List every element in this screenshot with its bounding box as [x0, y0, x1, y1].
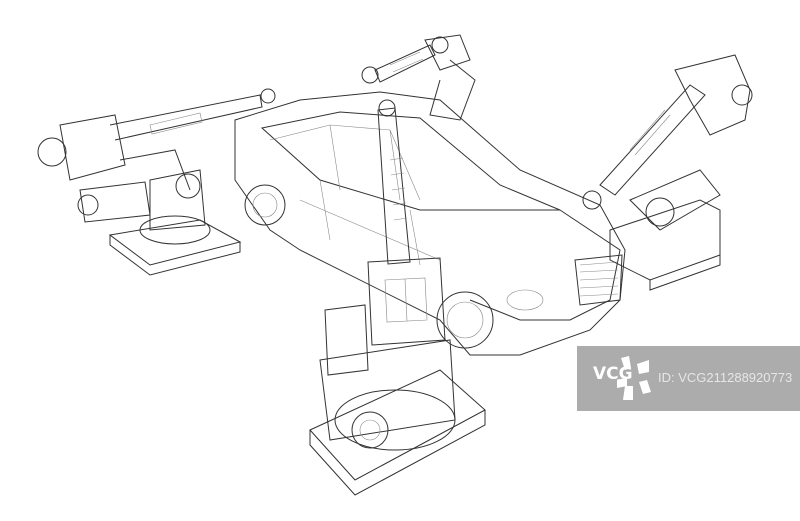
- robot-arm-front: [309, 99, 486, 496]
- robot-arm-left: [37, 88, 276, 276]
- car: [234, 91, 626, 356]
- robot-arm-right: [582, 54, 753, 291]
- watermark-burst-icon: [617, 356, 651, 400]
- watermark-id: ID: VCG211288920773: [658, 370, 793, 385]
- watermark: VCG ID: VCG211288920773: [577, 346, 800, 411]
- robot-arm-top: [361, 34, 476, 121]
